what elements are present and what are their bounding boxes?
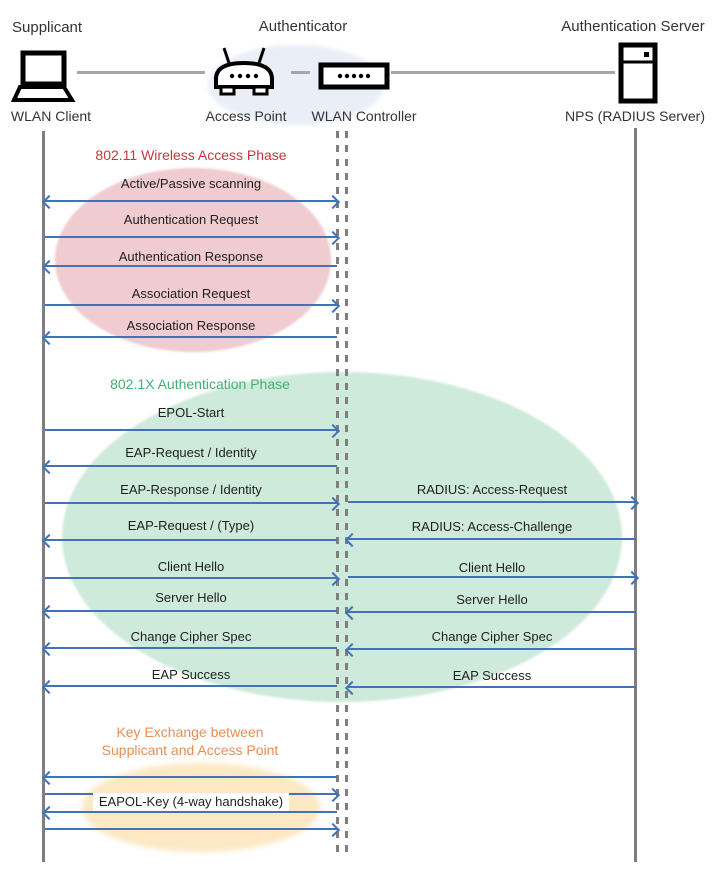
role-supplicant: Supplicant — [12, 19, 83, 36]
lifeline-wlan-controller-b — [345, 131, 348, 854]
message-arrow-left — [41, 259, 337, 275]
phase1-title: 802.11 Wireless Access Phase — [95, 147, 287, 163]
wlan-controller-icon — [318, 62, 390, 90]
message-arrow-left — [41, 641, 337, 657]
server-icon — [618, 42, 658, 104]
message-label: Change Cipher Spec — [130, 629, 252, 644]
message-arrow-right — [45, 571, 341, 587]
message-label: Server Hello — [155, 590, 227, 605]
lifeline-wlan-client — [42, 131, 45, 862]
connector-ap-wlc — [291, 71, 310, 74]
role-authenticator: Authenticator — [258, 18, 348, 35]
message-arrow-left — [344, 680, 636, 696]
phase1-ellipse — [55, 168, 331, 352]
handshake-label: EAPOL-Key (4-way handshake) — [45, 793, 337, 811]
device-label-wlan-client: WLAN Client — [10, 108, 92, 124]
connector-wlc-server — [391, 71, 615, 74]
handshake-arrow-left — [41, 770, 337, 786]
message-label: EAP Success — [452, 668, 532, 683]
connector-client-ap — [77, 71, 205, 74]
phase2-ellipse — [62, 372, 622, 702]
message-arrow-left — [41, 604, 337, 620]
message-label: Authentication Request — [123, 212, 259, 227]
message-arrow-right — [348, 570, 640, 586]
message-label: EPOL-Start — [157, 405, 225, 420]
message-arrow-right — [45, 298, 341, 314]
message-label: Client Hello — [157, 559, 225, 574]
message-label: EAP-Response / Identity — [120, 482, 262, 497]
device-label-nps: NPS (RADIUS Server) — [564, 108, 706, 124]
message-arrow-left — [41, 330, 337, 346]
message-arrow-left — [344, 605, 636, 621]
message-arrow-left — [41, 679, 337, 695]
phase3-title-line2: Supplicant and Access Point — [101, 742, 279, 758]
device-label-wlan-controller: WLAN Controller — [311, 108, 417, 124]
message-arrow-right — [348, 495, 640, 511]
message-label: Client Hello — [458, 560, 526, 575]
message-label: EAP-Request / (Type) — [127, 518, 255, 533]
message-arrow-left — [344, 532, 636, 548]
message-label: Change Cipher Spec — [431, 629, 553, 644]
message-arrow-left — [41, 459, 337, 475]
message-arrow-right — [45, 496, 341, 512]
message-label: RADIUS: Access-Request — [416, 482, 568, 497]
message-arrow-right — [45, 230, 341, 246]
message-label: EAP Success — [151, 667, 231, 682]
message-arrow-both — [41, 194, 341, 210]
phase3-title-line1: Key Exchange between — [116, 724, 264, 740]
handshake-arrow-left — [41, 805, 337, 821]
phase2-title: 802.1X Authentication Phase — [110, 376, 290, 392]
handshake-arrow-right — [45, 822, 341, 838]
message-arrow-left — [41, 533, 337, 549]
message-label: Authentication Response — [118, 249, 264, 264]
message-label: Association Response — [126, 318, 256, 333]
access-point-icon — [214, 47, 274, 96]
role-authentication-server: Authentication Server — [561, 18, 705, 35]
lifeline-nps — [634, 128, 637, 862]
message-label: Active/Passive scanning — [120, 176, 262, 191]
message-label: Association Request — [131, 286, 251, 301]
laptop-icon — [10, 50, 76, 102]
message-label: RADIUS: Access-Challenge — [411, 519, 573, 534]
message-arrow-left — [344, 642, 636, 658]
lifeline-wlan-controller-a — [336, 131, 339, 854]
device-label-access-point: Access Point — [205, 108, 287, 124]
message-label: Server Hello — [456, 592, 528, 607]
message-arrow-right — [45, 423, 341, 439]
message-label: EAP-Request / Identity — [125, 445, 257, 460]
